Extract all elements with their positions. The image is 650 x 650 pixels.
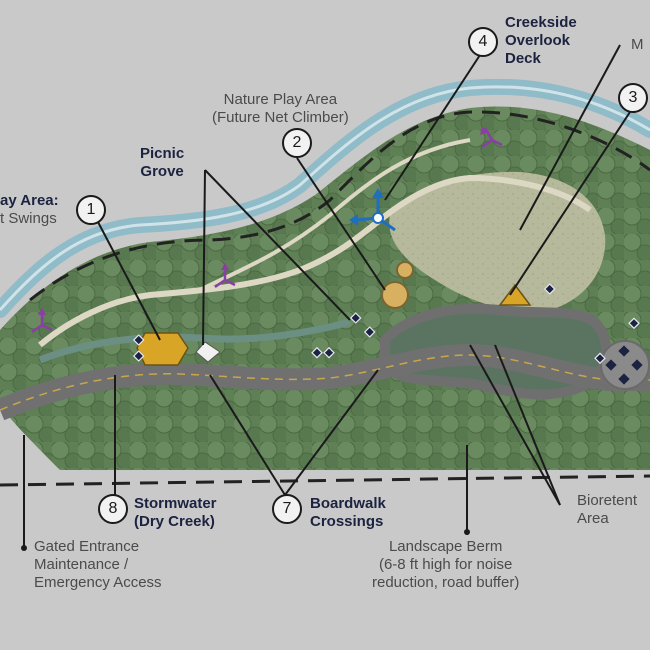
leader-lines: [23, 44, 631, 550]
callout-8: 8: [98, 494, 128, 524]
property-line-south: [0, 474, 650, 487]
central-lawn: [389, 171, 606, 312]
callout-3: 3: [618, 83, 648, 113]
stormwater-dry-creek: [38, 318, 351, 364]
creek-highlight: [0, 85, 650, 311]
play-swings-feature: [136, 332, 189, 366]
bioretention-label: Bioretent Area: [577, 492, 638, 527]
plaza-icon: [605, 345, 643, 385]
loop-trail: [38, 174, 592, 348]
net-climber-feature: [381, 281, 409, 309]
landscape-berm-label: Landscape Berm (6-8 ft high for noise re…: [372, 538, 520, 591]
callout-1: 1: [76, 195, 106, 225]
landscape-berm: [39, 400, 650, 470]
callout-4: 4: [468, 27, 498, 57]
picnic-grove-marker: [195, 341, 221, 363]
nature-play-label: Nature Play Area (Future Net Climber): [212, 91, 349, 126]
creekside-label: Creekside Overlook Deck: [505, 14, 577, 67]
boardwalk-label: Boardwalk Crossings: [310, 495, 386, 530]
stormwater-label: Stormwater (Dry Creek): [134, 495, 217, 530]
callout-2: 2: [282, 128, 312, 158]
m-label: M: [631, 36, 644, 53]
callout-7: 7: [272, 494, 302, 524]
picnic-grove-label: Picnic Grove: [140, 145, 185, 180]
play-area-label: ay Area: t Swings: [0, 192, 59, 227]
plaza: [600, 340, 650, 390]
gated-entrance-label: Gated Entrance Maintenance / Emergency A…: [34, 538, 162, 591]
upper-trail: [199, 138, 471, 292]
overlook-feature: [498, 283, 532, 306]
main-path: [0, 343, 650, 421]
picnic-table-icon: [132, 283, 640, 365]
property-line-north: [29, 110, 650, 302]
